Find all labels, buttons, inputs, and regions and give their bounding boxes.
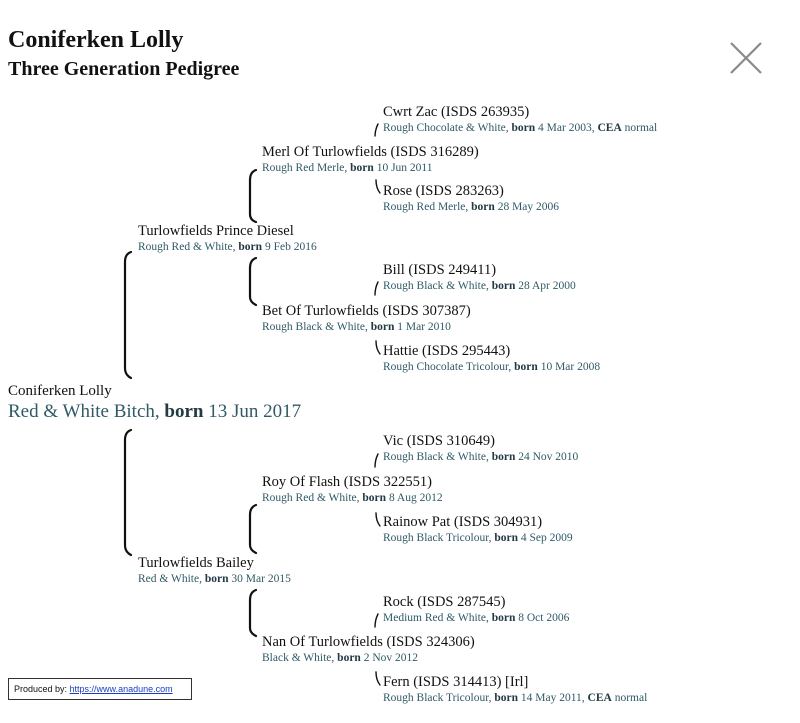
- dog-details: Rough Red & White, born 9 Feb 2016: [138, 241, 317, 253]
- pedigree-node-sire-sire-dam: Rose (ISDS 283263) Rough Red Merle, born…: [383, 183, 559, 215]
- dog-name: Roy Of Flash (ISDS 322551): [262, 474, 432, 490]
- pedigree-node-dam-sire: Roy Of Flash (ISDS 322551) Rough Red & W…: [262, 474, 443, 506]
- pedigree-node-dam: Turlowfields Bailey Red & White, born 30…: [138, 555, 291, 587]
- dog-details: Rough Black & White, born 1 Mar 2010: [262, 321, 451, 333]
- dog-details: Medium Red & White, born 8 Oct 2006: [383, 612, 570, 624]
- dog-name: Merl Of Turlowfields (ISDS 316289): [262, 144, 479, 160]
- dog-details: Rough Red & White, born 8 Aug 2012: [262, 492, 443, 504]
- pedigree-node-subject: Coniferken Lolly Red & White Bitch, born…: [8, 383, 301, 424]
- dog-name: Rainow Pat (ISDS 304931): [383, 514, 543, 530]
- dog-details: Rough Black & White, born 28 Apr 2000: [383, 280, 576, 292]
- pedigree-node-dam-sire-dam: Rainow Pat (ISDS 304931) Rough Black Tri…: [383, 514, 573, 546]
- pedigree-node-dam-dam-dam: Fern (ISDS 314413) [Irl] Rough Black Tri…: [383, 674, 647, 706]
- dog-name: Turlowfields Bailey: [138, 555, 254, 571]
- pedigree-node-dam-sire-sire: Vic (ISDS 310649) Rough Black & White, b…: [383, 433, 578, 465]
- dog-name: Bet Of Turlowfields (ISDS 307387): [262, 303, 471, 319]
- pedigree-node-dam-dam: Nan Of Turlowfields (ISDS 324306) Black …: [262, 634, 475, 666]
- page-subtitle: Three Generation Pedigree: [8, 58, 240, 80]
- pedigree-node-dam-dam-sire: Rock (ISDS 287545) Medium Red & White, b…: [383, 594, 569, 626]
- produced-by-label: Produced by:: [14, 684, 70, 694]
- dog-name: Fern (ISDS 314413) [Irl]: [383, 674, 529, 690]
- dog-details: Rough Chocolate & White, born 4 Mar 2003…: [383, 122, 658, 134]
- dog-details: Red & White Bitch, born 13 Jun 2017: [8, 401, 302, 422]
- dog-details: Rough Black Tricolour, born 14 May 2011,…: [383, 692, 648, 704]
- dog-name: Bill (ISDS 249411): [383, 262, 497, 278]
- dog-name: Nan Of Turlowfields (ISDS 324306): [262, 634, 475, 650]
- pedigree-node-sire-sire: Merl Of Turlowfields (ISDS 316289) Rough…: [262, 144, 479, 176]
- dog-details: Red & White, born 30 Mar 2015: [138, 573, 291, 585]
- dog-name: Rose (ISDS 283263): [383, 183, 504, 199]
- dog-name: Turlowfields Prince Diesel: [138, 223, 294, 239]
- producer-link[interactable]: https://www.anadune.com: [69, 684, 173, 694]
- dog-details: Black & White, born 2 Nov 2012: [262, 652, 419, 664]
- dog-details: Rough Black & White, born 24 Nov 2010: [383, 451, 579, 463]
- dog-name: Coniferken Lolly: [8, 383, 112, 399]
- pedigree-node-sire-dam-dam: Hattie (ISDS 295443) Rough Chocolate Tri…: [383, 343, 600, 375]
- pedigree-node-sire-dam-sire: Bill (ISDS 249411) Rough Black & White, …: [383, 262, 576, 294]
- dog-details: Rough Red Merle, born 10 Jun 2011: [262, 162, 433, 174]
- dog-name: Vic (ISDS 310649): [383, 433, 495, 449]
- dog-name: Hattie (ISDS 295443): [383, 343, 511, 359]
- dog-name: Rock (ISDS 287545): [383, 594, 506, 610]
- dog-details: Rough Red Merle, born 28 May 2006: [383, 201, 560, 213]
- produced-by-box: Produced by: https://www.anadune.com: [8, 678, 192, 700]
- pedigree-node-sire-sire-sire: Cwrt Zac (ISDS 263935) Rough Chocolate &…: [383, 104, 657, 136]
- page-title: Coniferken Lolly: [8, 27, 184, 53]
- pedigree-node-sire: Turlowfields Prince Diesel Rough Red & W…: [138, 223, 317, 255]
- close-x-icon: [730, 42, 762, 74]
- close-button[interactable]: [726, 38, 766, 78]
- dog-details: Rough Black Tricolour, born 4 Sep 2009: [383, 532, 573, 544]
- dog-details: Rough Chocolate Tricolour, born 10 Mar 2…: [383, 361, 601, 373]
- dog-name: Cwrt Zac (ISDS 263935): [383, 104, 530, 120]
- pedigree-node-sire-dam: Bet Of Turlowfields (ISDS 307387) Rough …: [262, 303, 471, 335]
